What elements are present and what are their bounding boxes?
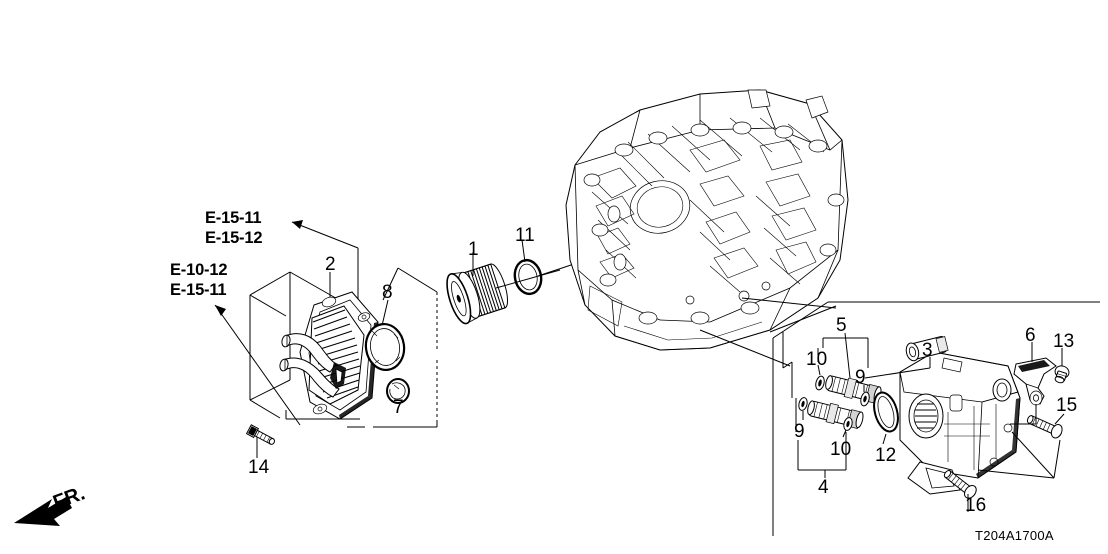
leader-lines-right xyxy=(864,342,1065,512)
callout-4-solenoid-valve-lower: 4 xyxy=(818,477,829,498)
callout-13-bolt: 13 xyxy=(1053,331,1075,352)
callout-16-flange-bolt: 16 xyxy=(965,495,987,516)
callout-1-oil-filter: 1 xyxy=(468,239,479,260)
reference-label-upper: E-15-11 E-15-12 xyxy=(205,208,263,248)
ref-lower-line-1: E-10-12 xyxy=(170,261,228,279)
bolt-16-part xyxy=(943,469,977,499)
seal-small-part xyxy=(386,378,410,404)
reference-label-lower: E-10-12 E-15-11 xyxy=(170,260,228,300)
ref-upper-line-2: E-15-12 xyxy=(205,229,263,248)
callout-11-o-ring: 11 xyxy=(515,225,535,246)
oil-filter-part xyxy=(446,263,509,325)
solenoid-valve-4-part xyxy=(798,397,864,431)
leader-case-to-right xyxy=(699,297,837,367)
left-group-boundary xyxy=(249,271,363,420)
callout-8-o-ring-large: 8 xyxy=(382,282,393,303)
callout-9-o-ring-upper: 9 xyxy=(855,367,866,388)
solenoid-valve-5-part xyxy=(815,375,882,407)
leader-lines-right-small xyxy=(797,332,869,478)
callout-12-gasket: 12 xyxy=(875,445,897,466)
ref-lower-line-2: E-15-11 xyxy=(170,281,227,300)
callout-15-flange-bolt: 15 xyxy=(1056,395,1078,416)
callout-7-seal-small: 7 xyxy=(393,397,404,418)
callout-3-valve-body: 3 xyxy=(922,340,933,361)
o-ring-11-part xyxy=(513,258,543,296)
callout-2-atf-cooler: 2 xyxy=(325,254,336,275)
o-ring-large-part xyxy=(364,322,406,372)
callout-9-o-ring-lower: 9 xyxy=(794,421,805,442)
bolt-13-part xyxy=(1054,365,1070,384)
callout-10-filter-lower: 10 xyxy=(830,439,852,460)
bolt-15-part xyxy=(1026,415,1063,439)
seal-group-bracket xyxy=(347,267,438,428)
gasket-12-part xyxy=(873,391,899,445)
valve-body-part xyxy=(899,336,1021,495)
transmission-case-part xyxy=(565,89,849,351)
ref-upper-line-1: E-15-11 xyxy=(205,209,262,227)
callout-5-solenoid-valve: 5 xyxy=(836,315,847,336)
diagram-code: T204A1700A xyxy=(975,528,1054,543)
atf-cooler-part xyxy=(279,291,379,420)
callout-14-flange-bolt: 14 xyxy=(248,457,270,478)
callout-10-filter-upper: 10 xyxy=(806,349,828,370)
fr-arrow-icon xyxy=(14,497,72,526)
callout-6-bracket: 6 xyxy=(1025,325,1036,346)
bracket-6-part xyxy=(1013,357,1057,406)
flange-bolt-14-part xyxy=(245,424,276,445)
